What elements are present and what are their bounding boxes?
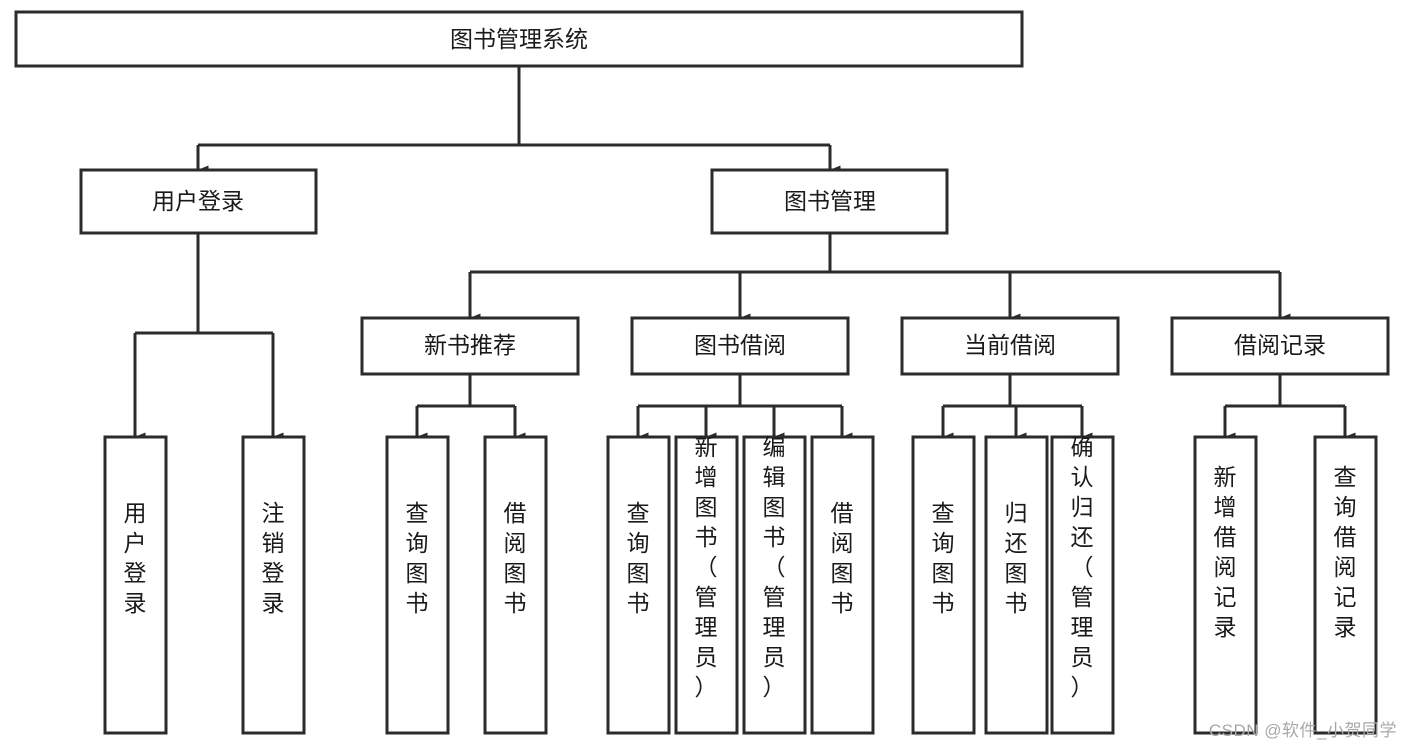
- node-leaf-query-book-1-label: 查询图书: [406, 500, 429, 616]
- connector-bookmanage-to-level3: [468, 233, 1291, 323]
- node-book-borrow-label: 图书借阅: [694, 332, 786, 358]
- node-book-manage-label: 图书管理: [784, 188, 876, 214]
- connector-newbookrec-to-leaves: [415, 374, 526, 442]
- node-leaf-query-book-3[interactable]: 查询图书: [911, 435, 976, 735]
- node-leaf-query-book-2-label: 查询图书: [627, 500, 650, 616]
- node-user-login-label: 用户登录: [152, 188, 244, 214]
- connector-root-to-level2: [196, 66, 841, 175]
- connector-borrowrecord-to-leaves: [1223, 374, 1356, 442]
- node-leaf-add-record-label: 新增借阅记录: [1214, 464, 1237, 640]
- connector-userlogin-to-leaves: [133, 233, 284, 442]
- node-leaf-add-book[interactable]: 新增图书（管理员）: [674, 434, 739, 735]
- node-new-book-rec-label: 新书推荐: [424, 332, 516, 358]
- node-root[interactable]: 图书管理系统: [14, 10, 1024, 68]
- node-leaf-return-book-label: 归还图书: [1005, 500, 1028, 616]
- node-leaf-confirm-return[interactable]: 确认归还（管理员）: [1050, 434, 1115, 735]
- node-book-borrow[interactable]: 图书借阅: [630, 316, 850, 376]
- node-user-login[interactable]: 用户登录: [79, 168, 318, 235]
- node-root-label: 图书管理系统: [450, 26, 588, 52]
- node-leaf-edit-book-label: 编辑图书（管理员）: [763, 434, 786, 700]
- node-leaf-logout[interactable]: 注销登录: [241, 435, 306, 735]
- node-leaf-borrow-book-1-label: 借阅图书: [504, 500, 527, 616]
- node-leaf-edit-book[interactable]: 编辑图书（管理员）: [742, 434, 807, 735]
- node-leaf-logout-label: 注销登录: [262, 500, 285, 616]
- node-book-manage[interactable]: 图书管理: [710, 168, 949, 235]
- node-leaf-user-login[interactable]: 用户登录: [103, 435, 168, 735]
- node-leaf-borrow-book-1[interactable]: 借阅图书: [483, 435, 548, 735]
- connector-bookborrow-to-leaves: [636, 374, 853, 442]
- node-current-borrow[interactable]: 当前借阅: [900, 316, 1120, 376]
- node-leaf-confirm-return-label: 确认归还（管理员）: [1071, 434, 1094, 700]
- node-borrow-record-label: 借阅记录: [1234, 332, 1326, 358]
- node-leaf-return-book[interactable]: 归还图书: [984, 435, 1049, 735]
- node-leaf-query-record[interactable]: 查询借阅记录: [1313, 435, 1378, 735]
- node-leaf-query-book-2[interactable]: 查询图书: [606, 435, 671, 735]
- node-leaf-borrow-book-2[interactable]: 借阅图书: [810, 435, 875, 735]
- node-current-borrow-label: 当前借阅: [964, 332, 1056, 358]
- node-leaf-query-book-1[interactable]: 查询图书: [385, 435, 450, 735]
- node-leaf-query-book-3-label: 查询图书: [932, 500, 955, 616]
- connector-currentborrow-to-leaves: [941, 374, 1093, 442]
- node-new-book-rec[interactable]: 新书推荐: [360, 316, 580, 376]
- node-leaf-add-book-label: 新增图书（管理员）: [695, 434, 718, 700]
- node-leaf-borrow-book-2-label: 借阅图书: [831, 500, 854, 616]
- node-leaf-query-record-label: 查询借阅记录: [1334, 464, 1357, 640]
- node-leaf-user-login-label: 用户登录: [124, 500, 147, 616]
- node-borrow-record[interactable]: 借阅记录: [1170, 316, 1390, 376]
- node-leaf-add-record[interactable]: 新增借阅记录: [1193, 435, 1258, 735]
